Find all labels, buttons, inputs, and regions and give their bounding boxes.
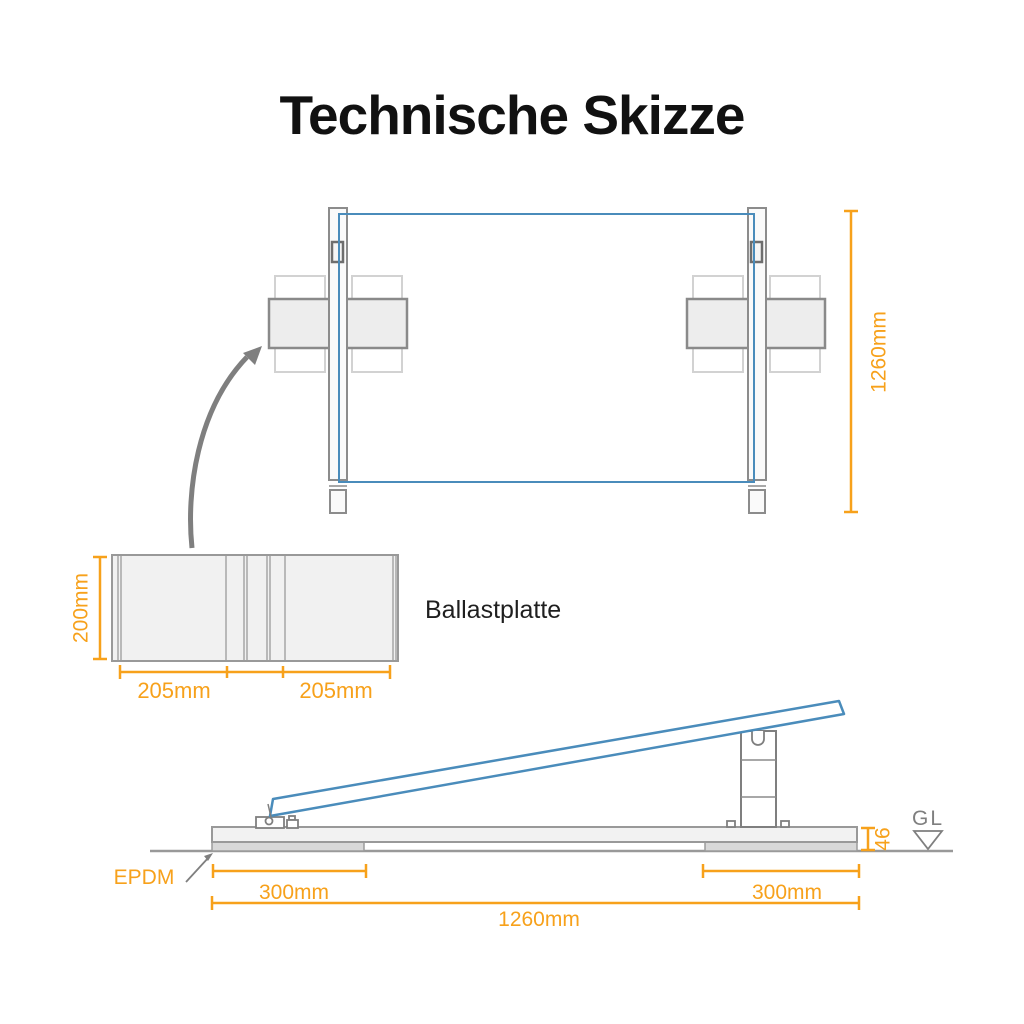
dim-plate-width-left-label: 205mm — [137, 678, 210, 703]
dim-plate-widths — [118, 665, 392, 679]
ground-level-label: GL — [912, 807, 944, 830]
module-clamp-left — [330, 240, 345, 264]
dim-base-height — [861, 826, 875, 852]
rail-right — [747, 207, 767, 514]
detail-reference-arrow — [188, 346, 262, 549]
epdm-pad-left — [211, 841, 365, 852]
post-foot-right — [780, 820, 790, 828]
epdm-pad-right — [704, 841, 858, 852]
plate-segment-lines — [117, 556, 397, 660]
dim-frame-height — [844, 209, 858, 514]
epdm-arrowhead-icon — [204, 853, 213, 861]
solar-module-side — [268, 699, 846, 818]
detail-view-label: Ballastplatte — [425, 596, 561, 624]
post-foot-left — [726, 820, 736, 828]
curved-arrow-icon — [188, 355, 249, 549]
dim-total-length-label: 1260mm — [498, 908, 580, 931]
base-rail — [211, 826, 858, 843]
dim-plate-height-label: 200mm — [70, 573, 93, 643]
dim-pad-left — [211, 864, 368, 878]
dim-pad-left-label: 300mm — [259, 881, 329, 904]
support-post — [726, 730, 790, 828]
dim-base-height-label: 46 — [872, 827, 895, 850]
detail-view: 200mm 205mm 205mm Ballastplatte — [70, 554, 561, 703]
top-view: 1260mm — [267, 207, 891, 514]
ground-level-triangle-icon — [912, 830, 944, 851]
solar-module-outline — [338, 213, 755, 483]
dim-plate-width-right-label: 205mm — [299, 678, 372, 703]
ballast-plate-detail — [111, 554, 399, 662]
dim-total-length — [210, 896, 861, 910]
epdm-arrow-icon — [185, 856, 210, 883]
dim-pad-right-label: 300mm — [752, 881, 822, 904]
front-bracket — [255, 815, 299, 829]
dim-frame-height-label: 1260mm — [868, 311, 891, 393]
post-slot — [751, 731, 765, 746]
page-title: Technische Skizze — [280, 84, 745, 146]
epdm-pointer — [185, 853, 213, 883]
arrowhead-icon — [243, 346, 262, 365]
side-view: GL 46 EPDM 300mm 300mm — [114, 699, 953, 931]
dim-pad-right — [701, 864, 861, 878]
module-clamp-right — [749, 240, 764, 264]
front-pin — [267, 803, 272, 818]
epdm-label: EPDM — [114, 866, 175, 889]
ground-level-marker: GL — [912, 807, 944, 851]
dim-plate-height — [93, 555, 107, 661]
